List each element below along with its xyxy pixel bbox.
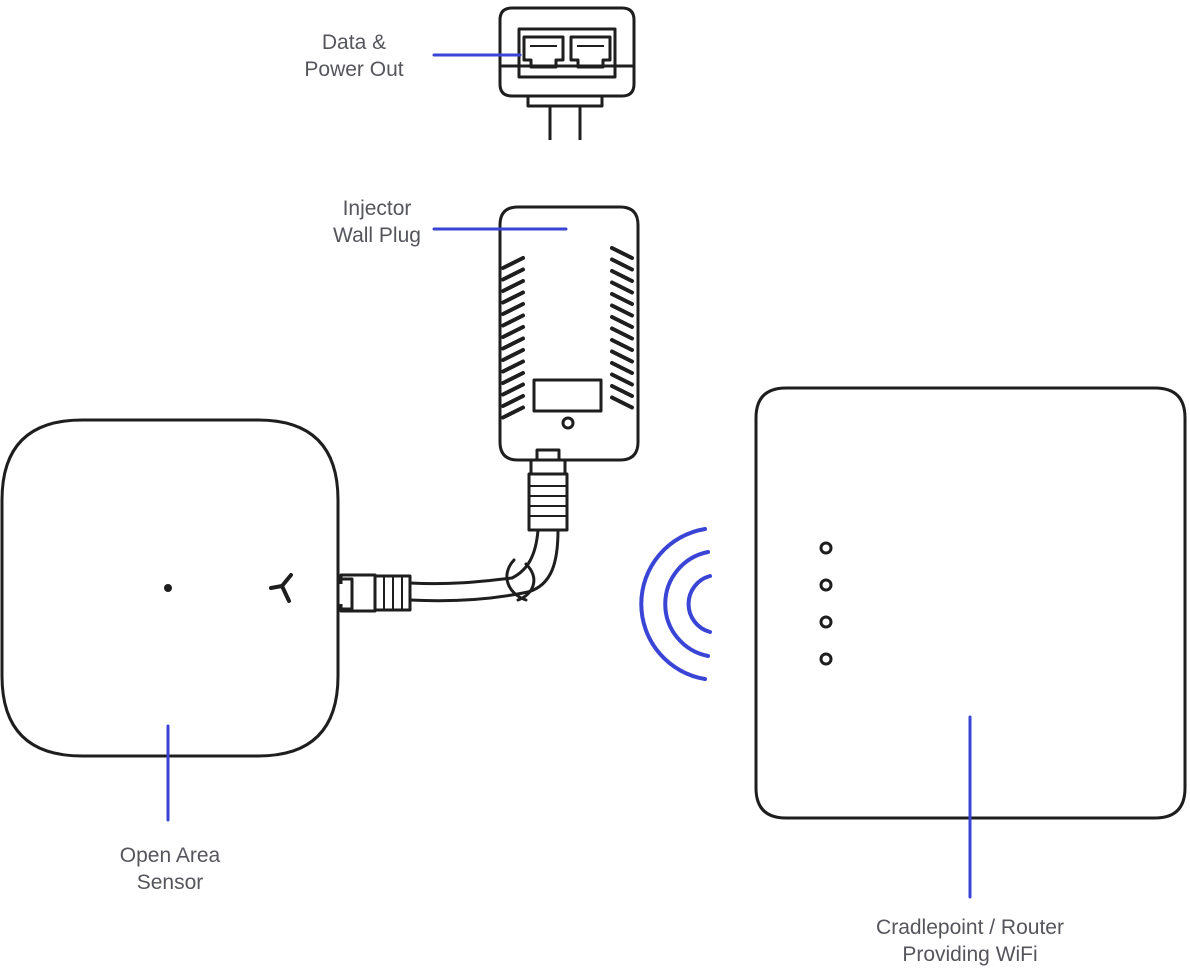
- vent-slot: [610, 372, 634, 387]
- vent-grille-right: [610, 246, 634, 410]
- vent-slot: [610, 349, 634, 364]
- vent-slot: [501, 371, 525, 385]
- vent-slot: [610, 292, 634, 306]
- sensor-logo-icon: [269, 573, 293, 603]
- injector-wall-plug: [498, 205, 640, 532]
- router: [754, 386, 1187, 820]
- callout-lines: [166, 53, 972, 899]
- vent-slot: [610, 246, 634, 260]
- vent-slot: [610, 269, 634, 283]
- vent-slot: [501, 382, 525, 397]
- vent-slot: [501, 394, 525, 408]
- label-line: Power Out: [304, 58, 404, 81]
- status-light: [819, 578, 833, 592]
- vent-slot: [501, 325, 525, 339]
- open-area-sensor: [0, 418, 412, 758]
- vent-slot: [610, 280, 634, 295]
- vent-slot: [501, 359, 525, 374]
- vent-slot: [610, 395, 634, 410]
- label-line: Open Area: [119, 844, 221, 867]
- label-open-area-sensor: Open Area Sensor: [90, 842, 250, 896]
- vent-slot: [501, 279, 525, 293]
- rj45-connector-icon: [336, 573, 412, 613]
- label-line: Providing WiFi: [902, 943, 1038, 966]
- vent-slot: [501, 290, 525, 305]
- label-line: Cradlepoint / Router: [876, 916, 1064, 939]
- status-light: [819, 652, 833, 666]
- status-light: [819, 541, 833, 555]
- vent-grille-left: [501, 256, 525, 420]
- label-line: Sensor: [136, 871, 204, 894]
- vent-slot: [610, 303, 634, 318]
- label-router: Cradlepoint / Router Providing WiFi: [850, 914, 1090, 968]
- wifi-waves-icon: [639, 527, 712, 681]
- label-line: Injector: [342, 197, 412, 220]
- vent-slot: [501, 405, 525, 420]
- vent-slot: [501, 336, 525, 351]
- vent-slot: [610, 361, 634, 375]
- vent-slot: [610, 384, 634, 398]
- vent-slot: [610, 315, 634, 329]
- vent-slot: [501, 256, 525, 270]
- label-line: Wall Plug: [333, 224, 421, 247]
- dual-ethernet-port-icon: [517, 27, 617, 79]
- status-light: [819, 615, 833, 629]
- vent-slot: [501, 348, 525, 362]
- label-line: Data &: [321, 31, 387, 54]
- label-injector-wall-plug: Injector Wall Plug: [307, 195, 447, 249]
- rj45-connector-icon: [527, 448, 569, 532]
- ethernet-cable: [408, 528, 560, 603]
- vent-slot: [610, 257, 634, 272]
- vent-slot: [501, 313, 525, 328]
- vent-slot: [610, 326, 634, 341]
- vent-slot: [610, 338, 634, 352]
- label-data-power-out: Data & Power Out: [284, 29, 424, 83]
- vent-slot: [501, 267, 525, 282]
- power-adapter: [498, 6, 636, 140]
- vent-slot: [501, 302, 525, 316]
